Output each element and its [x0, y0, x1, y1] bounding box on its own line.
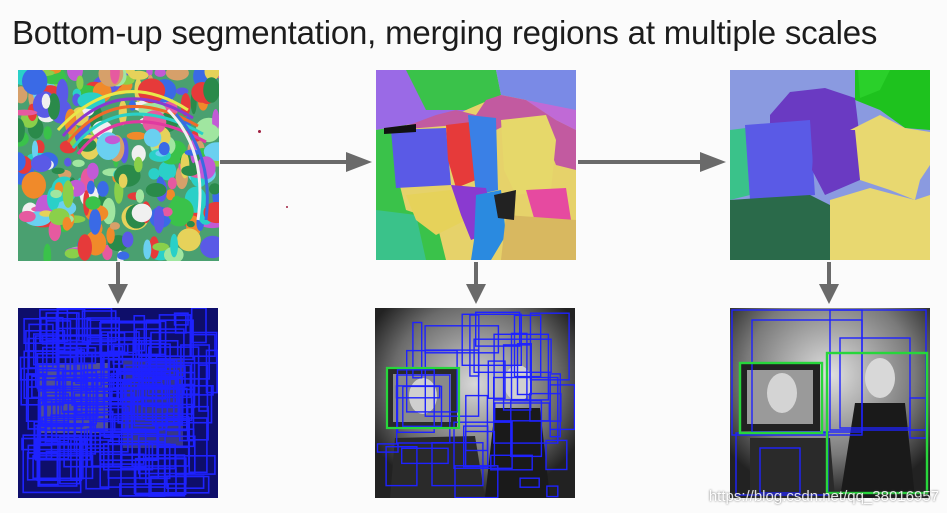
watermark-url: https://blog.csdn.net/qq_38016957 — [708, 488, 939, 505]
proposals-coarse-image — [730, 308, 930, 498]
segmentation-fine-image — [18, 70, 219, 261]
arrow-down-3 — [819, 262, 839, 304]
arrow-right-2 — [578, 152, 726, 172]
stray-dot — [286, 206, 288, 208]
segmentation-medium-image — [376, 70, 576, 260]
arrow-down-1 — [108, 262, 128, 304]
slide-title: Bottom-up segmentation, merging regions … — [12, 14, 878, 51]
segmentation-coarse-image — [730, 70, 930, 260]
stray-dot — [258, 130, 261, 133]
arrow-right-1 — [220, 152, 372, 172]
proposals-fine-image — [18, 308, 218, 498]
proposals-medium-image — [375, 308, 575, 498]
arrow-down-2 — [466, 262, 486, 304]
